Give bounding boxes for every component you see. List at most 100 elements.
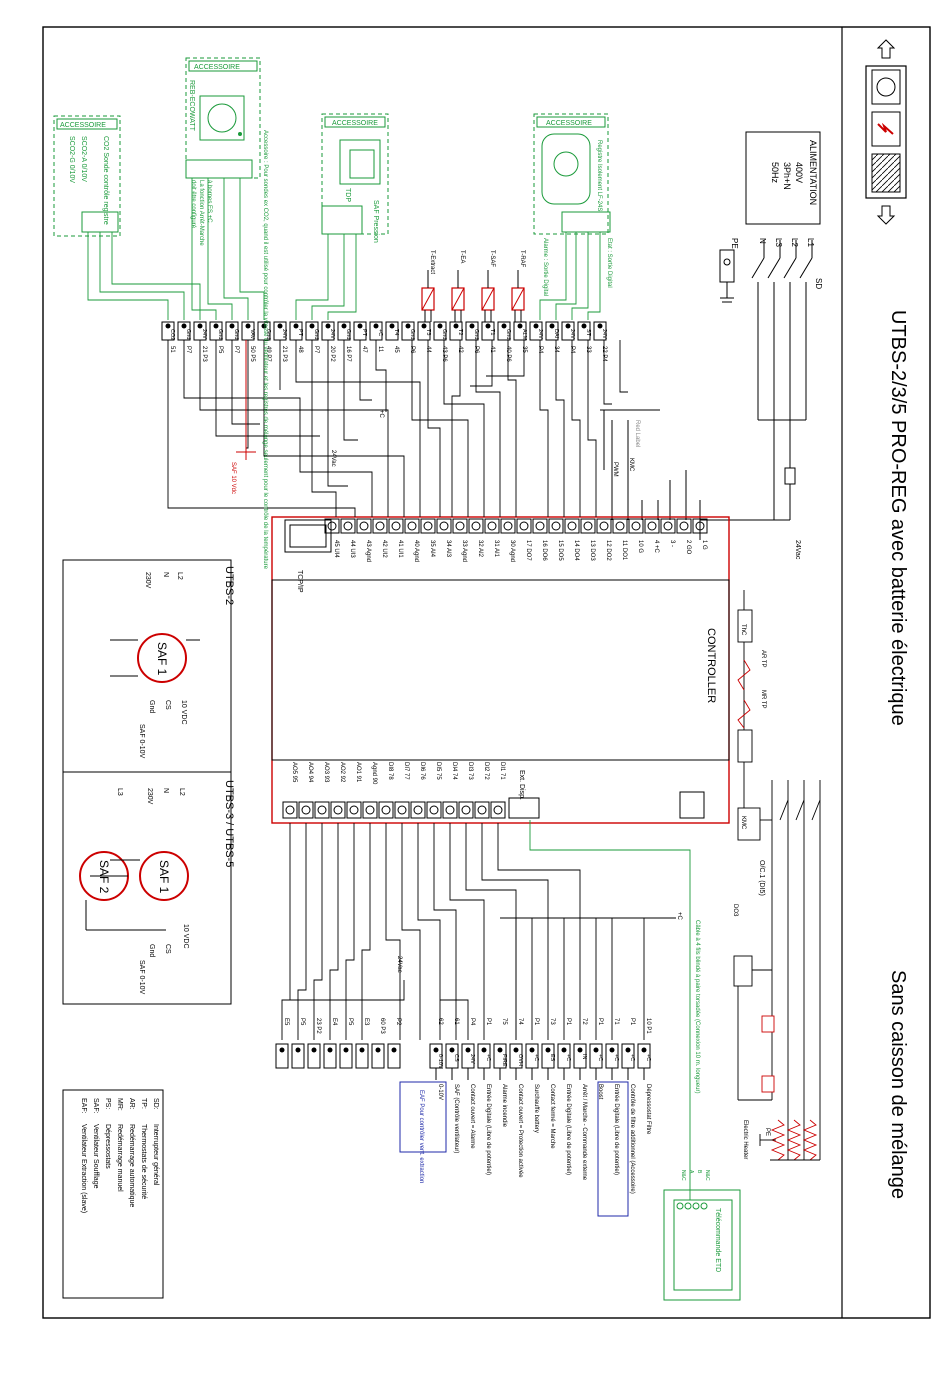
ext-bottom-terminal-desc: Contact ouvert = Alarme: [469, 1084, 475, 1149]
controller-bottom-terminal-label: DI6 76: [419, 762, 425, 780]
remote-pin: N&C: [676, 1170, 686, 1210]
ext-bottom-terminal-label: +C: [485, 1054, 491, 1061]
main-switch: [700, 240, 813, 521]
remote-pin-label: B: [696, 1170, 702, 1174]
acc-lf-line1: Alarme : Sortie Digital: [542, 238, 548, 296]
legend-item: EAF:Ventilateur Extraction (slave): [80, 1098, 87, 1213]
ext-bottom-terminal-ao: E5: [275, 1018, 289, 1069]
controller-bottom-terminal: DI4 74: [442, 762, 458, 819]
ext-bottom-terminal-label: OVH: [517, 1054, 523, 1066]
controller-label: CONTROLLER: [705, 628, 717, 703]
ext-bottom-terminal-desc: Contrôle de filtre additionnel (Accessoi…: [629, 1084, 635, 1194]
controller-top-terminal: 1 G: [692, 518, 708, 550]
controller-top-terminal-label: 45 UI4: [333, 540, 339, 558]
controller-bottom-terminal-label: AO5 95: [291, 762, 297, 783]
ext-bottom-terminal-ao: E4: [323, 1018, 337, 1069]
remote-pin-label: N&C: [704, 1170, 710, 1181]
controller-top-terminal-label: 10 G: [637, 540, 643, 553]
filter-accessory-note-box: [597, 1081, 629, 1217]
ext-top-terminal-label: ST: [585, 329, 591, 337]
controller-top-terminal-label: 11 DO1: [621, 540, 627, 561]
ext-bottom-terminal-num: P1: [533, 1018, 539, 1026]
controller-bottom-terminal: AO1 91: [346, 762, 362, 819]
ext-top-terminal-num: P7: [185, 346, 191, 354]
remote-pin: A: [684, 1170, 694, 1210]
ext-top-terminal-label: +C: [377, 329, 383, 336]
controller-top-terminal-label: 44 UI3: [349, 540, 355, 558]
ext-bottom-terminal-ao-num: P2: [395, 1018, 401, 1026]
legend-abbr: TP:: [140, 1098, 147, 1109]
supply-line-4: 50Hz: [770, 162, 780, 184]
legend-text: Redémarrage manuel: [116, 1124, 123, 1192]
controller: TCP/IP CONTROLLER Ext. Disp.: [271, 516, 730, 824]
utbs2-supply-230: 230V: [144, 572, 151, 589]
ext-bottom-terminal-ao: 23 P2: [307, 1018, 321, 1069]
legend-abbr: SD:: [152, 1098, 159, 1110]
legend-text: Ventilateur Soufflage: [92, 1124, 99, 1189]
accessory-co2: ACCESSOIRE CO2 Sonde contrôle registre S…: [53, 115, 121, 237]
controller-top-terminal: 32 AI2: [468, 518, 484, 558]
ext-bottom-terminal-num: P1: [485, 1018, 491, 1026]
legend-abbr: AR:: [128, 1098, 135, 1110]
controller-top-terminal: 14 DO4: [564, 518, 580, 561]
label-thc: ThC: [740, 624, 746, 636]
acc-tdp-header: ACCESSOIRE: [332, 120, 378, 127]
outer-frame: [42, 26, 931, 1319]
acc-lf-line2: Etat : Sortie Digital: [606, 238, 612, 288]
ext-bottom-terminal-num: P1: [629, 1018, 635, 1026]
controller-top-terminal-label: 31 AI1: [493, 540, 499, 558]
ext-top-terminal-num: 48: [297, 346, 303, 353]
label-saf-10vdc: SAF 10 Vdc: [230, 462, 236, 494]
ext-top-terminal-num: 16 P7: [345, 346, 351, 362]
controller-top-terminal: 12 DO2: [596, 518, 612, 561]
transformer-wires: [600, 409, 701, 540]
controller-top-terminal: 2 GO: [676, 518, 692, 555]
sensor: T-EA: [451, 250, 465, 322]
legend-text: Interrupteur général: [152, 1124, 159, 1186]
ext-bottom-terminal-num: P4: [469, 1018, 475, 1026]
controller-bottom-terminal-label: DI5 75: [435, 762, 441, 780]
ext-bottom-terminal-num: P1: [565, 1018, 571, 1026]
acc-co2-name: CO2 Sonde contrôle registre: [102, 136, 109, 225]
subtitle-group: Sans caisson de mélange: [887, 970, 909, 1199]
ext-top-terminal-label: VAV: [249, 329, 255, 340]
controller-top-terminal-label: 42 UI2: [381, 540, 387, 558]
legend-text: Dépressostats: [104, 1124, 111, 1169]
controller-top-terminal-label: 34 AI3: [445, 540, 451, 558]
utbs2-supply-l2: L2: [176, 572, 183, 580]
acc-reb-header: ACCESSOIRE: [194, 64, 240, 71]
controller-top-terminal: 11 DO1: [612, 518, 628, 561]
acc-reb-line2: La fonction Arrêt-Marche: [198, 180, 204, 246]
bottom-wiring: [281, 823, 676, 1040]
utbs35-out-gnd: Gnd: [148, 944, 155, 957]
controller-top-terminal: 43 Agnd: [356, 518, 372, 562]
acc-lf-header: ACCESSOIRE: [546, 120, 592, 127]
heater-circuit: [733, 590, 821, 1161]
legend-item: PS:Dépressostats: [104, 1098, 111, 1169]
utbs35-out-10v: 10 VDC: [182, 924, 189, 949]
ext-top-terminal: +C11: [369, 321, 383, 353]
remote-pin: N&C: [700, 1170, 710, 1210]
ext-bottom-terminal-ao-num: P5: [347, 1018, 353, 1026]
ext-bottom-terminal-desc: Entrée Digitale (Libre de potentiel): [613, 1084, 619, 1175]
label-l3: L3: [774, 238, 783, 247]
controller-top-terminal: 41 UI1: [388, 518, 404, 558]
ext-bottom-terminal-desc: Surchauffe battery: [533, 1084, 539, 1133]
ext-top-terminal-num: 20 P2: [329, 346, 335, 362]
ext-top-terminal-num: P7: [233, 346, 239, 354]
ext-top-terminal-label: ALM: [521, 329, 527, 341]
